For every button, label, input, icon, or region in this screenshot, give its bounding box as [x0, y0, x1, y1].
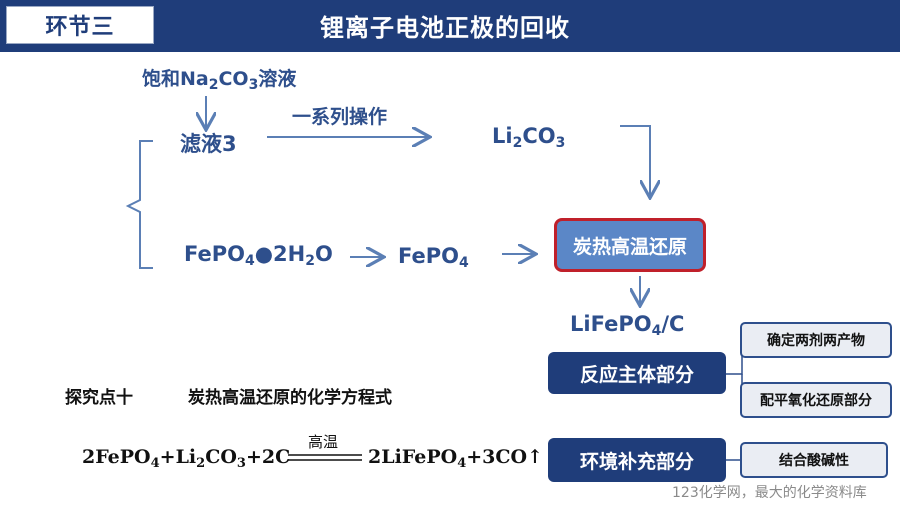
process-label: 一系列操作 — [292, 106, 388, 128]
bracket — [125, 140, 153, 269]
equation-products: 2LiFePO4+3CO↑ — [368, 446, 543, 471]
watermark: 123化学网，最大的化学资料库 — [672, 485, 867, 501]
equation-reactants: 2FePO4+Li2CO3+2C — [82, 446, 291, 471]
reduction-step-box: 炭热高温还原 — [554, 218, 706, 272]
sub-item-acid-base: 结合酸碱性 — [740, 442, 888, 478]
sub-item-balance-redox: 配平氧化还原部分 — [740, 382, 892, 418]
filtrate-label: 滤液3 — [180, 132, 237, 156]
sub-item-determine-agents: 确定两剂两产物 — [740, 322, 892, 358]
page-title: 锂离子电池正极的回收 — [320, 14, 570, 42]
section-tag: 环节三 — [6, 6, 154, 44]
main-part-box: 反应主体部分 — [548, 352, 726, 394]
product-label: LiFePO4/C — [570, 312, 685, 339]
reagent-label: 饱和Na2CO3溶液 — [142, 68, 297, 93]
fepo4-label: FePO4 — [398, 244, 469, 271]
li2co3-label: Li2CO3 — [492, 124, 566, 151]
key-point-label: 探究点十 — [65, 388, 133, 408]
equation-condition: 高温 — [308, 433, 339, 451]
arrow-li2co3-to-reduction — [620, 125, 650, 196]
fepo4-hydrate-label: FePO4●2H2O — [184, 242, 333, 269]
key-point-title: 炭热高温还原的化学方程式 — [188, 388, 392, 408]
supplement-part-box: 环境补充部分 — [548, 438, 726, 482]
